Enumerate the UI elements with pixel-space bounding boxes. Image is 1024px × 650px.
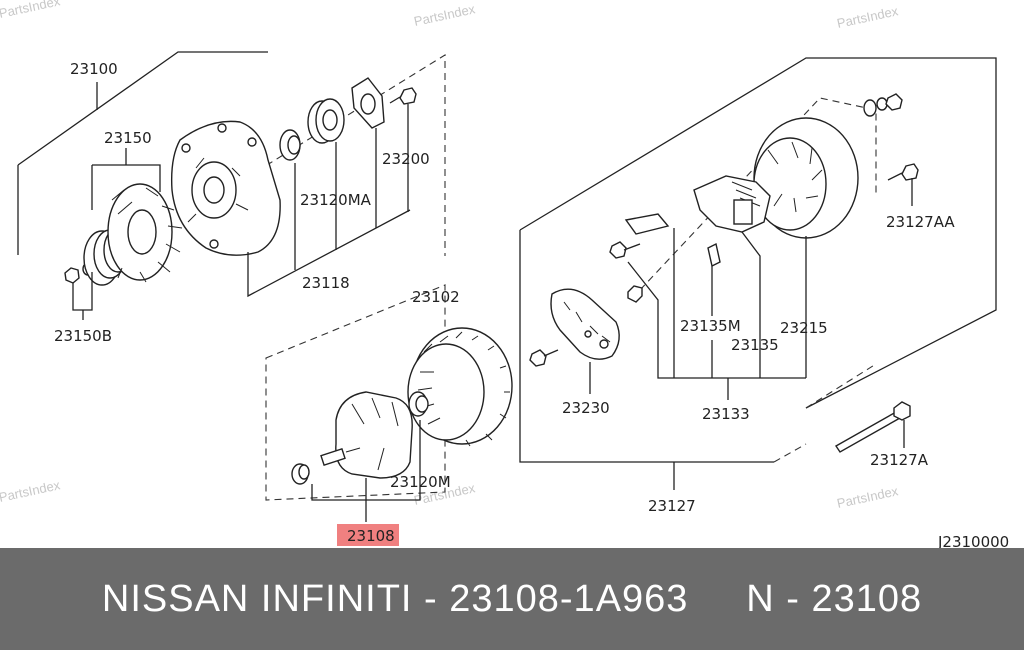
- screw-23230[interactable]: [529, 349, 559, 367]
- rotor-23108[interactable]: [320, 391, 413, 479]
- rectifier-23230[interactable]: [550, 288, 620, 360]
- rotor-group: 23108 23102 23120M: [265, 284, 513, 546]
- label-23200: 23200: [382, 150, 430, 168]
- label-23127: 23127: [648, 497, 696, 515]
- screw-23200[interactable]: [389, 87, 417, 105]
- front-housing-group: 23100 23150 23150B 23118 23120MA 23200: [17, 51, 446, 345]
- label-23100: 23100: [70, 60, 118, 78]
- label-23120M: 23120M: [390, 473, 451, 491]
- bearing-23120M[interactable]: [408, 391, 429, 417]
- bushing-23108[interactable]: [291, 463, 310, 485]
- label-23230: 23230: [562, 399, 610, 417]
- through-bolt-23127A[interactable]: [835, 401, 911, 453]
- label-23120MA: 23120MA: [300, 191, 372, 209]
- label-23118: 23118: [302, 274, 350, 292]
- label-23133: 23133: [702, 405, 750, 423]
- footer-title: NISSAN INFINITI - 23108-1A963 N - 23108: [101, 577, 923, 620]
- watermark-bottom-left: PartsIndex: [0, 477, 62, 505]
- stator-23102[interactable]: [407, 327, 513, 447]
- rear-housing-23127[interactable]: [753, 117, 859, 239]
- watermark-top-right: PartsIndex: [836, 3, 900, 31]
- diagram-code: J2310000: [937, 533, 1009, 548]
- highlight-23108: [337, 524, 399, 546]
- watermark-top-left: PartsIndex: [0, 0, 62, 21]
- label-23108[interactable]: 23108: [347, 527, 395, 545]
- label-23102: 23102: [412, 288, 460, 306]
- watermark-top-center: PartsIndex: [413, 1, 477, 29]
- seal-23120MA[interactable]: [279, 129, 301, 161]
- label-23135M: 23135M: [680, 317, 741, 335]
- parts-diagram: PartsIndex PartsIndex PartsIndex PartsIn…: [0, 0, 1009, 548]
- label-23150: 23150: [104, 129, 152, 147]
- watermark-bottom-right: PartsIndex: [836, 483, 900, 511]
- label-23127AA: 23127AA: [886, 213, 955, 231]
- fan-23150[interactable]: [107, 183, 183, 283]
- front-housing-23118[interactable]: [170, 120, 281, 256]
- label-23127A: 23127A: [870, 451, 929, 469]
- rear-housing-group: 23127AA 23135M 23215 23135 23230 23133 2…: [519, 57, 997, 515]
- bearing-23120MA[interactable]: [307, 98, 345, 144]
- label-23150B: 23150B: [54, 327, 112, 345]
- nut-washer-23127AA[interactable]: [863, 93, 903, 117]
- brush-23135[interactable]: [624, 213, 721, 268]
- label-23215: 23215: [780, 319, 828, 337]
- screw-23127AA[interactable]: [887, 163, 919, 181]
- footer-bar: NISSAN INFINITI - 23108-1A963 N - 23108: [0, 548, 1024, 650]
- screw-23135M[interactable]: [609, 241, 643, 303]
- retainer-plate-23200[interactable]: [351, 77, 385, 129]
- regulator-23215[interactable]: [693, 175, 771, 233]
- label-23135: 23135: [731, 336, 779, 354]
